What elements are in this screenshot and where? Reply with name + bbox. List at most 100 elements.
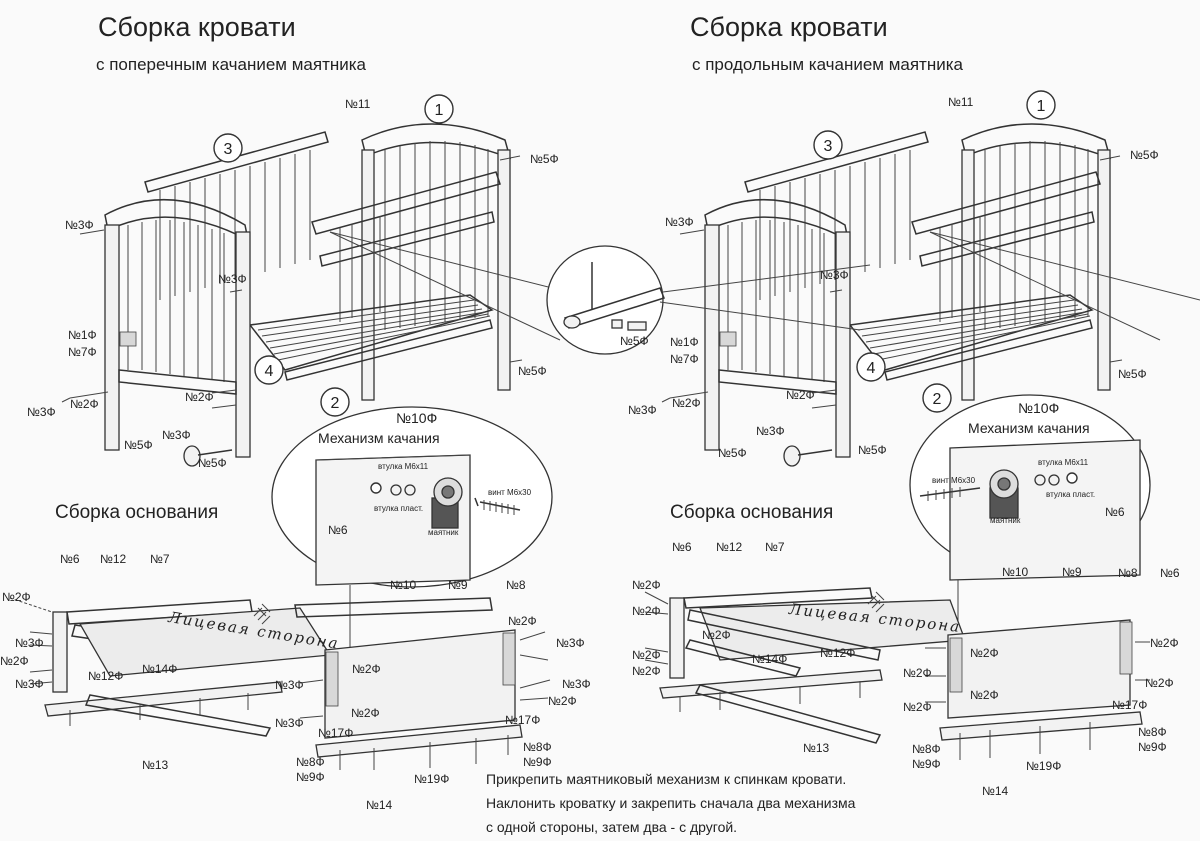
base-left-n6: №6	[60, 552, 80, 566]
base-right-n7: №7	[765, 540, 785, 554]
base-left-n2f-f: №2Ф	[351, 706, 380, 720]
part-circle-right-4: 4	[856, 352, 886, 382]
base-right-n17f: №17Ф	[1112, 698, 1148, 712]
base-left-n2f-e: №2Ф	[352, 662, 381, 676]
label-left-n2f-a: №2Ф	[70, 397, 99, 411]
mech-right-bushing-plast: втулка пласт.	[1046, 490, 1096, 499]
mech-right-title: №10Ф	[1018, 400, 1060, 416]
label-center-n5f: №5Ф	[620, 334, 649, 348]
base-right-n6b: №6	[1160, 566, 1180, 580]
label-right-n5f-d: №5Ф	[1118, 367, 1147, 381]
base-right-n2f-c: №2Ф	[632, 648, 661, 662]
base-left-n17f-a: №17Ф	[318, 726, 354, 740]
base-right-n8f-b: №8Ф	[1138, 725, 1167, 739]
mech-left-screw: винт М6х30	[488, 488, 532, 497]
base-right-n2f-i: №2Ф	[903, 700, 932, 714]
base-right-n8: №8	[1118, 566, 1138, 580]
label-right-n3f-c: №3Ф	[628, 403, 657, 417]
base-left-n3f-d: №3Ф	[562, 677, 591, 691]
base-right-n19f: №19Ф	[1026, 759, 1062, 773]
base-left-n9f: №9Ф	[296, 770, 325, 784]
base-assembly-left	[9, 597, 551, 770]
label-left-n3f-a: №3Ф	[65, 218, 94, 232]
mech-right-part: №6	[1105, 505, 1125, 519]
svg-text:1: 1	[435, 102, 444, 119]
svg-text:1: 1	[1037, 98, 1046, 115]
label-right-n5f-c: №5Ф	[858, 443, 887, 457]
label-left-n1f: №1Ф	[68, 328, 97, 342]
label-right-n7f: №7Ф	[670, 352, 699, 366]
label-left-n11: №11	[345, 97, 371, 111]
base-right-n12: №12	[716, 540, 743, 554]
label-right-n1f: №1Ф	[670, 335, 699, 349]
label-left-n5f-b: №5Ф	[124, 438, 153, 452]
base-left-n14: №14	[366, 798, 393, 812]
base-left-n7: №7	[150, 552, 170, 566]
base-left-n2f-b: №2Ф	[0, 654, 29, 668]
base-assembly-right	[644, 587, 1150, 760]
base-right-n2f-a: №2Ф	[632, 578, 661, 592]
base-right-n2f-k: №2Ф	[1145, 676, 1174, 690]
base-left-n3f-c: №3Ф	[556, 636, 585, 650]
base-left-n3f-f: №3Ф	[275, 716, 304, 730]
instruction-line-3: с одной стороны, затем два - с другой.	[486, 819, 738, 835]
base-right-n9: №9	[1062, 565, 1082, 579]
base-right-n12f: №12Ф	[820, 646, 856, 660]
part-circle-right-3: 3	[813, 130, 843, 160]
mech-left-subtitle: Механизм качания	[318, 430, 440, 446]
mech-right-screw: винт М6х30	[932, 476, 976, 485]
svg-text:3: 3	[824, 138, 833, 155]
part-circle-right-2: 2	[922, 383, 952, 413]
subtitle-right: с продольным качанием маятника	[692, 55, 963, 74]
label-right-n2f-a: №2Ф	[672, 396, 701, 410]
label-right-n11: №11	[948, 95, 974, 109]
instruction-line-2: Наклонить кроватку и закрепить сначала д…	[486, 795, 856, 811]
mech-right-pendulum: маятник	[990, 516, 1021, 525]
base-left-n2f-a: №2Ф	[2, 590, 31, 604]
base-left-n17f-b: №17Ф	[505, 713, 541, 727]
label-left-n5f-c: №5Ф	[198, 456, 227, 470]
mech-left-bushing-plast: втулка пласт.	[374, 504, 424, 513]
mech-left-part: №6	[328, 523, 348, 537]
svg-text:2: 2	[933, 391, 942, 408]
base-right-n9f-b: №9Ф	[1138, 740, 1167, 754]
base-right-n9f: №9Ф	[912, 757, 941, 771]
subtitle-left: с поперечным качанием маятника	[96, 55, 366, 74]
label-right-n3f-d: №3Ф	[756, 424, 785, 438]
label-right-n5f-a: №5Ф	[1130, 148, 1159, 162]
base-right-n2f-j: №2Ф	[1150, 636, 1179, 650]
label-left-n7f: №7Ф	[68, 345, 97, 359]
base-right-n13: №13	[803, 741, 830, 755]
mechanism-detail-right	[909, 394, 1151, 640]
base-right-n8f: №8Ф	[912, 742, 941, 756]
base-left-n3f-b: №3Ф	[15, 677, 44, 691]
part-circle-left-3: 3	[213, 133, 243, 163]
base-left-n19f: №19Ф	[414, 772, 450, 786]
base-right-n2f-g: №2Ф	[903, 666, 932, 680]
mech-left-title: №10Ф	[396, 410, 438, 426]
label-right-n5f-b: №5Ф	[718, 446, 747, 460]
title-right: Сборка кровати	[690, 12, 888, 42]
label-left-n3f-c: №3Ф	[27, 405, 56, 419]
base-left-n8f: №8Ф	[296, 755, 325, 769]
instruction-line-1: Прикрепить маятниковый механизм к спинка…	[486, 771, 847, 787]
title-left: Сборка кровати	[98, 12, 296, 42]
svg-text:4: 4	[265, 363, 274, 380]
pendulum-pin-detail	[546, 245, 871, 355]
base-left-n8f-b: №8Ф	[523, 740, 552, 754]
mech-left-pendulum: маятник	[428, 528, 459, 537]
base-left-n3f-a: №3Ф	[15, 636, 44, 650]
base-left-n13: №13	[142, 758, 169, 772]
svg-text:4: 4	[867, 360, 876, 377]
base-left-n8: №8	[506, 578, 526, 592]
label-left-n3f-b: №3Ф	[218, 272, 247, 286]
base-left-n9f-b: №9Ф	[523, 755, 552, 769]
mech-left-bushing-m6: втулка М6х11	[378, 462, 429, 471]
svg-text:2: 2	[331, 395, 340, 412]
base-left-n3f-e: №3Ф	[275, 678, 304, 692]
base-left-n10: №10	[390, 578, 417, 592]
label-left-n2f-b: №2Ф	[185, 390, 214, 404]
mechanism-detail-left	[271, 406, 553, 660]
crib-drawing-right	[661, 123, 1200, 467]
